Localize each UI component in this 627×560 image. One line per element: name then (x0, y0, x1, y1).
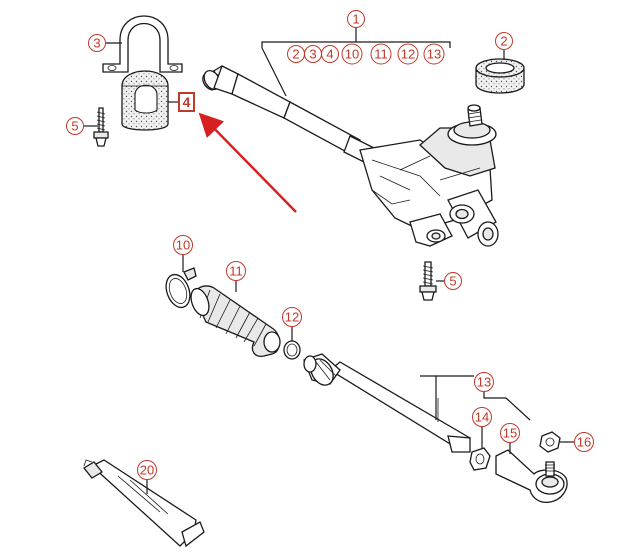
svg-text:10: 10 (345, 47, 359, 62)
screw-lower (419, 261, 437, 301)
callout-1[interactable]: 1 (347, 10, 365, 28)
clamp-bracket (102, 15, 183, 73)
svg-text:12: 12 (401, 47, 415, 62)
seal-ring (475, 58, 525, 94)
callout-4-highlighted[interactable]: 4 (178, 92, 195, 112)
svg-text:11: 11 (374, 47, 388, 62)
steering-rack (202, 65, 499, 247)
callout-13[interactable]: 13 (474, 372, 494, 392)
svg-text:11: 11 (229, 264, 243, 279)
svg-text:20: 20 (140, 463, 154, 478)
svg-text:4: 4 (326, 47, 333, 62)
svg-text:13: 13 (427, 47, 441, 62)
group-1-member-10[interactable]: 10 (341, 43, 363, 65)
group-1-member-4[interactable]: 4 (321, 45, 339, 63)
tie-rod-end (495, 449, 568, 504)
callout-16[interactable]: 16 (574, 432, 594, 452)
callout-5-lower[interactable]: 5 (444, 272, 462, 290)
svg-text:2: 2 (500, 34, 507, 49)
svg-text:3: 3 (93, 36, 100, 51)
highlight-arrow (198, 112, 297, 213)
castle-nut (539, 431, 561, 453)
group-1-member-3[interactable]: 3 (304, 45, 322, 63)
svg-text:1: 1 (352, 12, 359, 27)
svg-text:14: 14 (475, 410, 489, 425)
clip-ring (165, 267, 197, 309)
svg-text:2: 2 (292, 47, 299, 62)
callout-3[interactable]: 3 (88, 34, 106, 52)
screw-upper (93, 107, 109, 147)
callout-15[interactable]: 15 (500, 423, 520, 443)
svg-text:3: 3 (309, 47, 316, 62)
callout-14[interactable]: 14 (472, 407, 492, 427)
svg-text:5: 5 (71, 119, 78, 134)
svg-text:4: 4 (183, 94, 191, 110)
rubber-mount (121, 70, 169, 131)
group-1-member-13[interactable]: 13 (423, 43, 445, 65)
small-clamp (283, 340, 301, 360)
callout-10[interactable]: 10 (173, 235, 193, 255)
group-1-member-2[interactable]: 2 (287, 45, 305, 63)
callout-2[interactable]: 2 (495, 32, 513, 50)
tie-rod (303, 353, 471, 453)
svg-text:15: 15 (503, 426, 517, 441)
rubber-boot (190, 285, 281, 357)
callout-5-upper[interactable]: 5 (66, 117, 84, 135)
svg-text:13: 13 (477, 375, 491, 390)
group-1-member-12[interactable]: 12 (397, 43, 419, 65)
callout-11[interactable]: 11 (226, 261, 246, 281)
leader-lines (84, 28, 574, 494)
svg-text:5: 5 (449, 274, 456, 289)
callout-12[interactable]: 12 (282, 307, 302, 327)
svg-text:10: 10 (176, 238, 190, 253)
group-1-member-11[interactable]: 11 (370, 43, 392, 65)
svg-text:12: 12 (285, 310, 299, 325)
grease-tube (83, 459, 205, 548)
lock-nut (469, 447, 491, 471)
callout-20[interactable]: 20 (137, 460, 157, 480)
svg-text:16: 16 (577, 435, 591, 450)
